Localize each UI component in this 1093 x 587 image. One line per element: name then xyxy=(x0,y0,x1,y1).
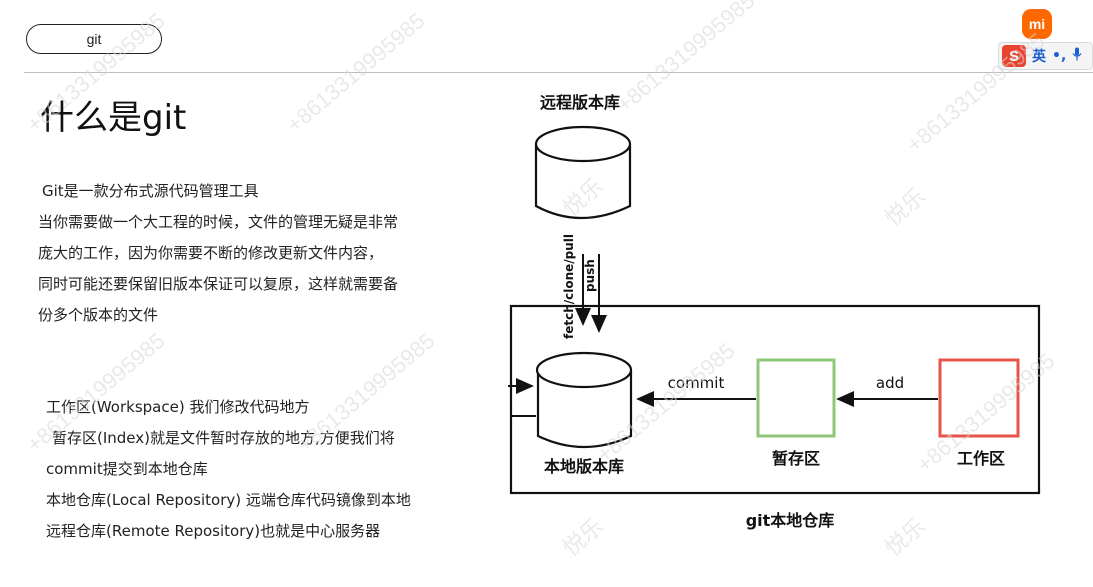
intro-line: 同时可能还要保留旧版本保证可以复原，这样就需要备 xyxy=(38,275,399,293)
local-repo-cylinder-icon xyxy=(535,351,633,449)
remote-repo-cylinder-icon xyxy=(534,125,632,220)
mi-logo-text: mi xyxy=(1028,16,1046,32)
title-tag-pill: git xyxy=(26,24,162,54)
ime-logo-text: S xyxy=(1008,47,1019,65)
git-workflow-diagram: 远程版本库 fetch/clone/pull push git本地仓库 本地版本… xyxy=(508,93,1041,530)
workspace-label: 工作区 xyxy=(957,449,1005,468)
add-label: add xyxy=(876,374,904,392)
microphone-icon[interactable] xyxy=(1072,47,1082,65)
remote-repo-label: 远程版本库 xyxy=(540,93,620,112)
input-method-toolbar[interactable]: S 英 •, xyxy=(998,42,1093,70)
index-box xyxy=(756,358,836,438)
container-label: git本地仓库 xyxy=(746,511,835,530)
page-title: 什么是git xyxy=(40,98,187,138)
header-divider xyxy=(24,72,1093,73)
intro-line: 份多个版本的文件 xyxy=(38,306,159,324)
workspace-box xyxy=(938,358,1020,438)
intro-line: 当你需要做一个大工程的时候，文件的管理无疑是非常 xyxy=(38,213,399,231)
intro-paragraph: Git是一款分布式源代码管理工具 当你需要做一个大工程的时候，文件的管理无疑是非… xyxy=(38,176,468,331)
push-label: push xyxy=(583,259,597,292)
sogou-ime-icon[interactable]: S xyxy=(1002,45,1026,67)
term-index: 暂存区(Index)就是文件暂时存放的地方,方便我们将 xyxy=(52,429,395,447)
mi-logo-icon[interactable]: mi xyxy=(1022,9,1052,39)
terms-list: 工作区(Workspace) 我们修改代码地方 暂存区(Index)就是文件暂时… xyxy=(46,392,486,547)
index-label: 暂存区 xyxy=(772,449,820,468)
fetch-clone-pull-label: fetch/clone/pull xyxy=(562,234,576,339)
ime-language-toggle[interactable]: 英 xyxy=(1032,49,1046,65)
term-local-repository: 本地仓库(Local Repository) 远端仓库代码镜像到本地 xyxy=(46,491,411,509)
intro-line: Git是一款分布式源代码管理工具 xyxy=(42,182,259,200)
commit-label: commit xyxy=(668,374,725,392)
git-local-repo-container xyxy=(509,304,1041,495)
term-workspace: 工作区(Workspace) 我们修改代码地方 xyxy=(46,398,310,416)
local-repo-label: 本地版本库 xyxy=(544,457,624,476)
term-remote-repository: 远程仓库(Remote Repository)也就是中心服务器 xyxy=(46,522,381,540)
title-tag-label: git xyxy=(86,31,102,47)
term-index-continued: commit提交到本地仓库 xyxy=(46,460,208,478)
ime-punctuation-toggle[interactable]: •, xyxy=(1052,48,1067,64)
intro-line: 庞大的工作，因为你需要不断的修改更新文件内容， xyxy=(38,244,384,262)
